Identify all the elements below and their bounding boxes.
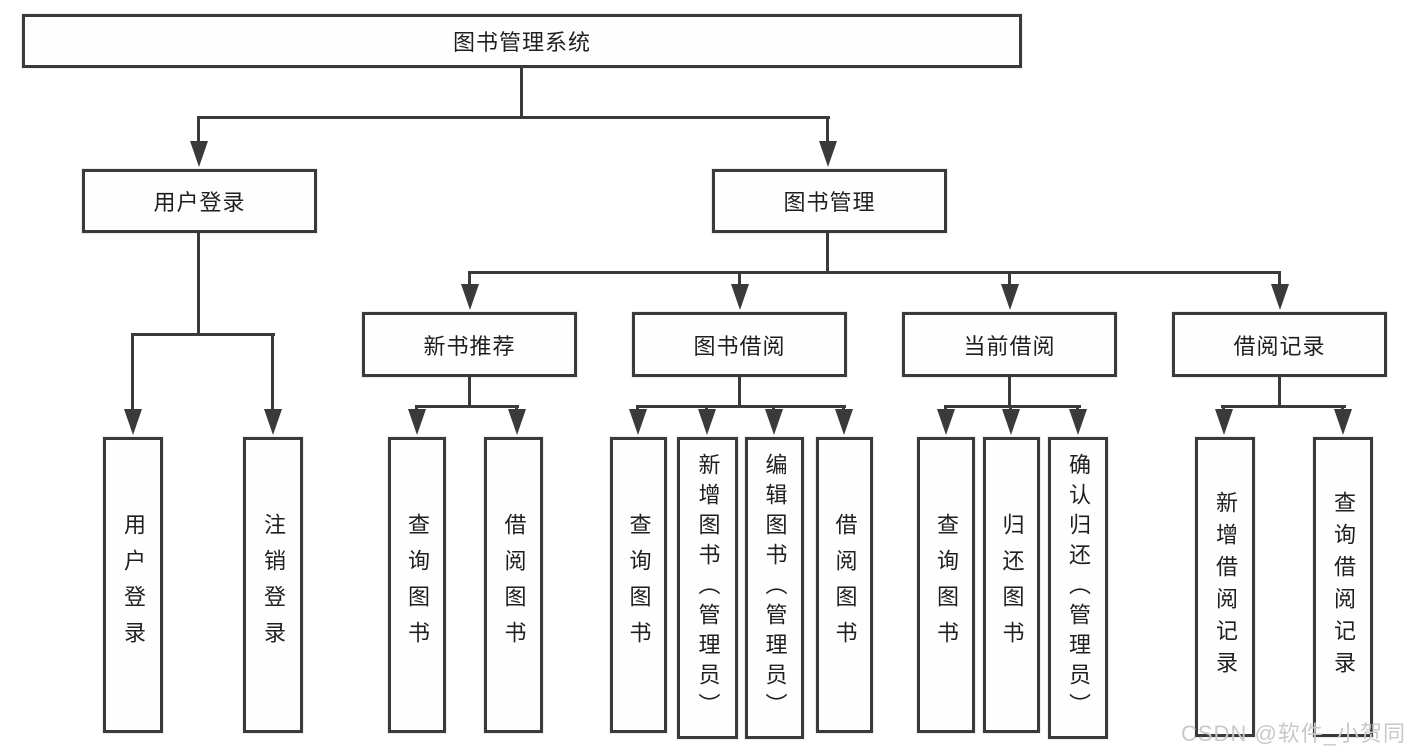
node-user-login-label: 用户登录 [153, 190, 246, 215]
leaf-query-borrow-record: 查询借阅记录 [1313, 437, 1373, 737]
leaf-query-book-recommend: 查询图书 [388, 437, 446, 733]
connector-arrowhead [629, 409, 647, 435]
connector-arrowhead [1271, 284, 1289, 310]
leaf-return-book-label: 归还图书 [999, 513, 1025, 657]
connector-line [468, 271, 1281, 274]
leaf-borrow-book-recommend-label: 借阅图书 [501, 513, 527, 657]
connector-line [738, 377, 741, 408]
connector-line [415, 405, 519, 408]
connector-arrowhead [819, 141, 837, 167]
connector-line [197, 233, 200, 335]
connector-line [271, 333, 274, 412]
connector-arrowhead [1001, 284, 1019, 310]
leaf-borrow-book-borrowing: 借阅图书 [816, 437, 873, 733]
connector-line [468, 377, 471, 408]
leaf-add-borrow-record-label: 新增借阅记录 [1213, 491, 1238, 683]
leaf-add-book-admin-label: 新增图书（管理员） [695, 453, 721, 723]
leaf-query-book-current: 查询图书 [917, 437, 975, 733]
connector-line [1008, 271, 1011, 287]
leaf-query-book-current-label: 查询图书 [934, 513, 959, 657]
node-book-management-label: 图书管理 [783, 190, 876, 215]
connector-line [468, 271, 471, 287]
connector-line [1221, 405, 1346, 408]
node-book-management: 图书管理 [712, 169, 947, 233]
connector-arrowhead [408, 409, 426, 435]
connector-arrowhead [1002, 409, 1020, 435]
node-borrowing-records-label: 借阅记录 [1233, 333, 1326, 359]
node-user-login: 用户登录 [82, 169, 317, 233]
leaf-edit-book-admin: 编辑图书（管理员） [745, 437, 804, 739]
connector-line [197, 116, 830, 119]
leaf-edit-book-admin-label: 编辑图书（管理员） [762, 453, 788, 723]
node-current-borrowing-label: 当前借阅 [963, 333, 1056, 359]
connector-line [738, 271, 741, 287]
leaf-add-book-admin: 新增图书（管理员） [677, 437, 738, 739]
leaf-add-borrow-record: 新增借阅记录 [1195, 437, 1255, 737]
node-new-book-recommend: 新书推荐 [362, 312, 577, 377]
connector-arrowhead [461, 284, 479, 310]
connector-arrowhead [264, 409, 282, 435]
connector-arrowhead [1334, 409, 1352, 435]
connector-line [826, 233, 829, 274]
connector-arrowhead [765, 409, 783, 435]
connector-line [131, 333, 275, 336]
node-root-label: 图书管理系统 [452, 30, 591, 55]
node-book-borrowing-label: 图书借阅 [693, 333, 786, 359]
connector-arrowhead [835, 409, 853, 435]
node-new-book-recommend-label: 新书推荐 [423, 333, 516, 359]
connector-arrowhead [1215, 409, 1233, 435]
leaf-query-book-borrowing-label: 查询图书 [626, 513, 652, 657]
connector-line [131, 333, 134, 412]
leaf-user-login-label: 用户登录 [121, 513, 146, 657]
connector-line [197, 116, 200, 146]
leaf-borrow-book-recommend: 借阅图书 [484, 437, 543, 733]
node-current-borrowing: 当前借阅 [902, 312, 1117, 377]
connector-line [826, 116, 829, 146]
connector-arrowhead [937, 409, 955, 435]
leaf-borrow-book-borrowing-label: 借阅图书 [832, 513, 858, 657]
leaf-confirm-return-admin: 确认归还（管理员） [1048, 437, 1108, 739]
connector-arrowhead [508, 409, 526, 435]
leaf-query-book-borrowing: 查询图书 [610, 437, 667, 733]
leaf-confirm-return-admin-label: 确认归还（管理员） [1066, 453, 1091, 723]
node-book-borrowing: 图书借阅 [632, 312, 847, 377]
connector-line [944, 405, 1081, 408]
connector-line [520, 68, 523, 118]
connector-line [1278, 271, 1281, 287]
connector-line [1278, 377, 1281, 408]
watermark: CSDN @软件_小贺同学 [1181, 721, 1405, 746]
leaf-query-borrow-record-label: 查询借阅记录 [1331, 491, 1356, 683]
connector-arrowhead [190, 141, 208, 167]
connector-arrowhead [1069, 409, 1087, 435]
node-borrowing-records: 借阅记录 [1172, 312, 1387, 377]
connector-arrowhead [731, 284, 749, 310]
node-root: 图书管理系统 [22, 14, 1022, 68]
connector-arrowhead [698, 409, 716, 435]
connector-arrowhead [124, 409, 142, 435]
leaf-return-book: 归还图书 [983, 437, 1040, 733]
connector-line [1008, 377, 1011, 408]
leaf-logout-label: 注销登录 [261, 513, 286, 657]
leaf-user-login: 用户登录 [103, 437, 163, 733]
leaf-query-book-recommend-label: 查询图书 [405, 513, 430, 657]
connector-line [636, 405, 846, 408]
leaf-logout: 注销登录 [243, 437, 303, 733]
